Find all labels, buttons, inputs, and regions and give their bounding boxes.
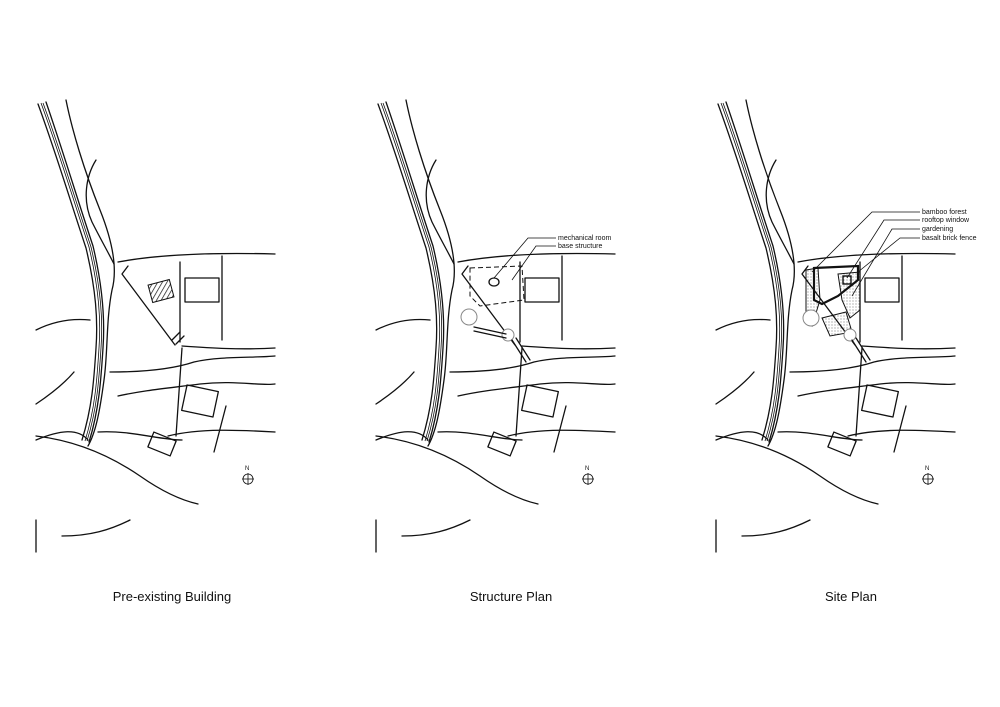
- label-gardening: gardening: [922, 226, 953, 233]
- north-arrow-icon: [581, 472, 595, 486]
- label-base-structure: base structure: [558, 243, 602, 250]
- north-label: N: [925, 466, 929, 472]
- tree-icon: [501, 328, 515, 342]
- tree-icon: [802, 309, 820, 327]
- leader-line: [851, 228, 920, 297]
- path-walk: [851, 337, 871, 363]
- north-arrow-icon: [241, 472, 255, 486]
- path-walk: [511, 337, 531, 363]
- rooftop-window-mark: [842, 275, 852, 285]
- leader-line: [857, 237, 920, 273]
- tree-icon: [460, 308, 478, 326]
- label-mechanical-room: mechanical room: [558, 235, 611, 242]
- leader-line: [493, 237, 556, 279]
- site-map: [35, 99, 276, 553]
- label-rooftop-window: rooftop window: [922, 217, 970, 224]
- site-map: [375, 99, 616, 553]
- panel-structure-plan: mechanical room base structure N Structu…: [375, 99, 616, 604]
- north-label: N: [585, 466, 589, 472]
- leader-line: [846, 219, 920, 279]
- panel-pre-existing: N Pre-existing Building: [35, 99, 276, 604]
- building-outline: [812, 264, 860, 306]
- path-stairs: [171, 331, 185, 345]
- north-arrow-icon: [921, 472, 935, 486]
- pre-existing-building-hatch: [147, 278, 175, 304]
- base-structure-outline: [469, 265, 525, 307]
- tree-icon: [843, 328, 857, 342]
- north-label: N: [245, 466, 249, 472]
- panel-caption: Pre-existing Building: [113, 589, 232, 604]
- gardening-area: [837, 271, 861, 319]
- mechanical-room-mark: [488, 277, 500, 287]
- path-walk: [473, 326, 507, 339]
- label-bamboo-forest: bamboo forest: [922, 209, 967, 216]
- panel-site-plan: bamboo forest rooftop window gardening b…: [715, 99, 977, 604]
- leader-line: [811, 211, 920, 273]
- leader-line: [511, 245, 556, 281]
- panel-caption: Structure Plan: [470, 589, 552, 604]
- label-basalt-brick-fence: basalt brick fence: [922, 235, 977, 242]
- panel-caption: Site Plan: [825, 589, 877, 604]
